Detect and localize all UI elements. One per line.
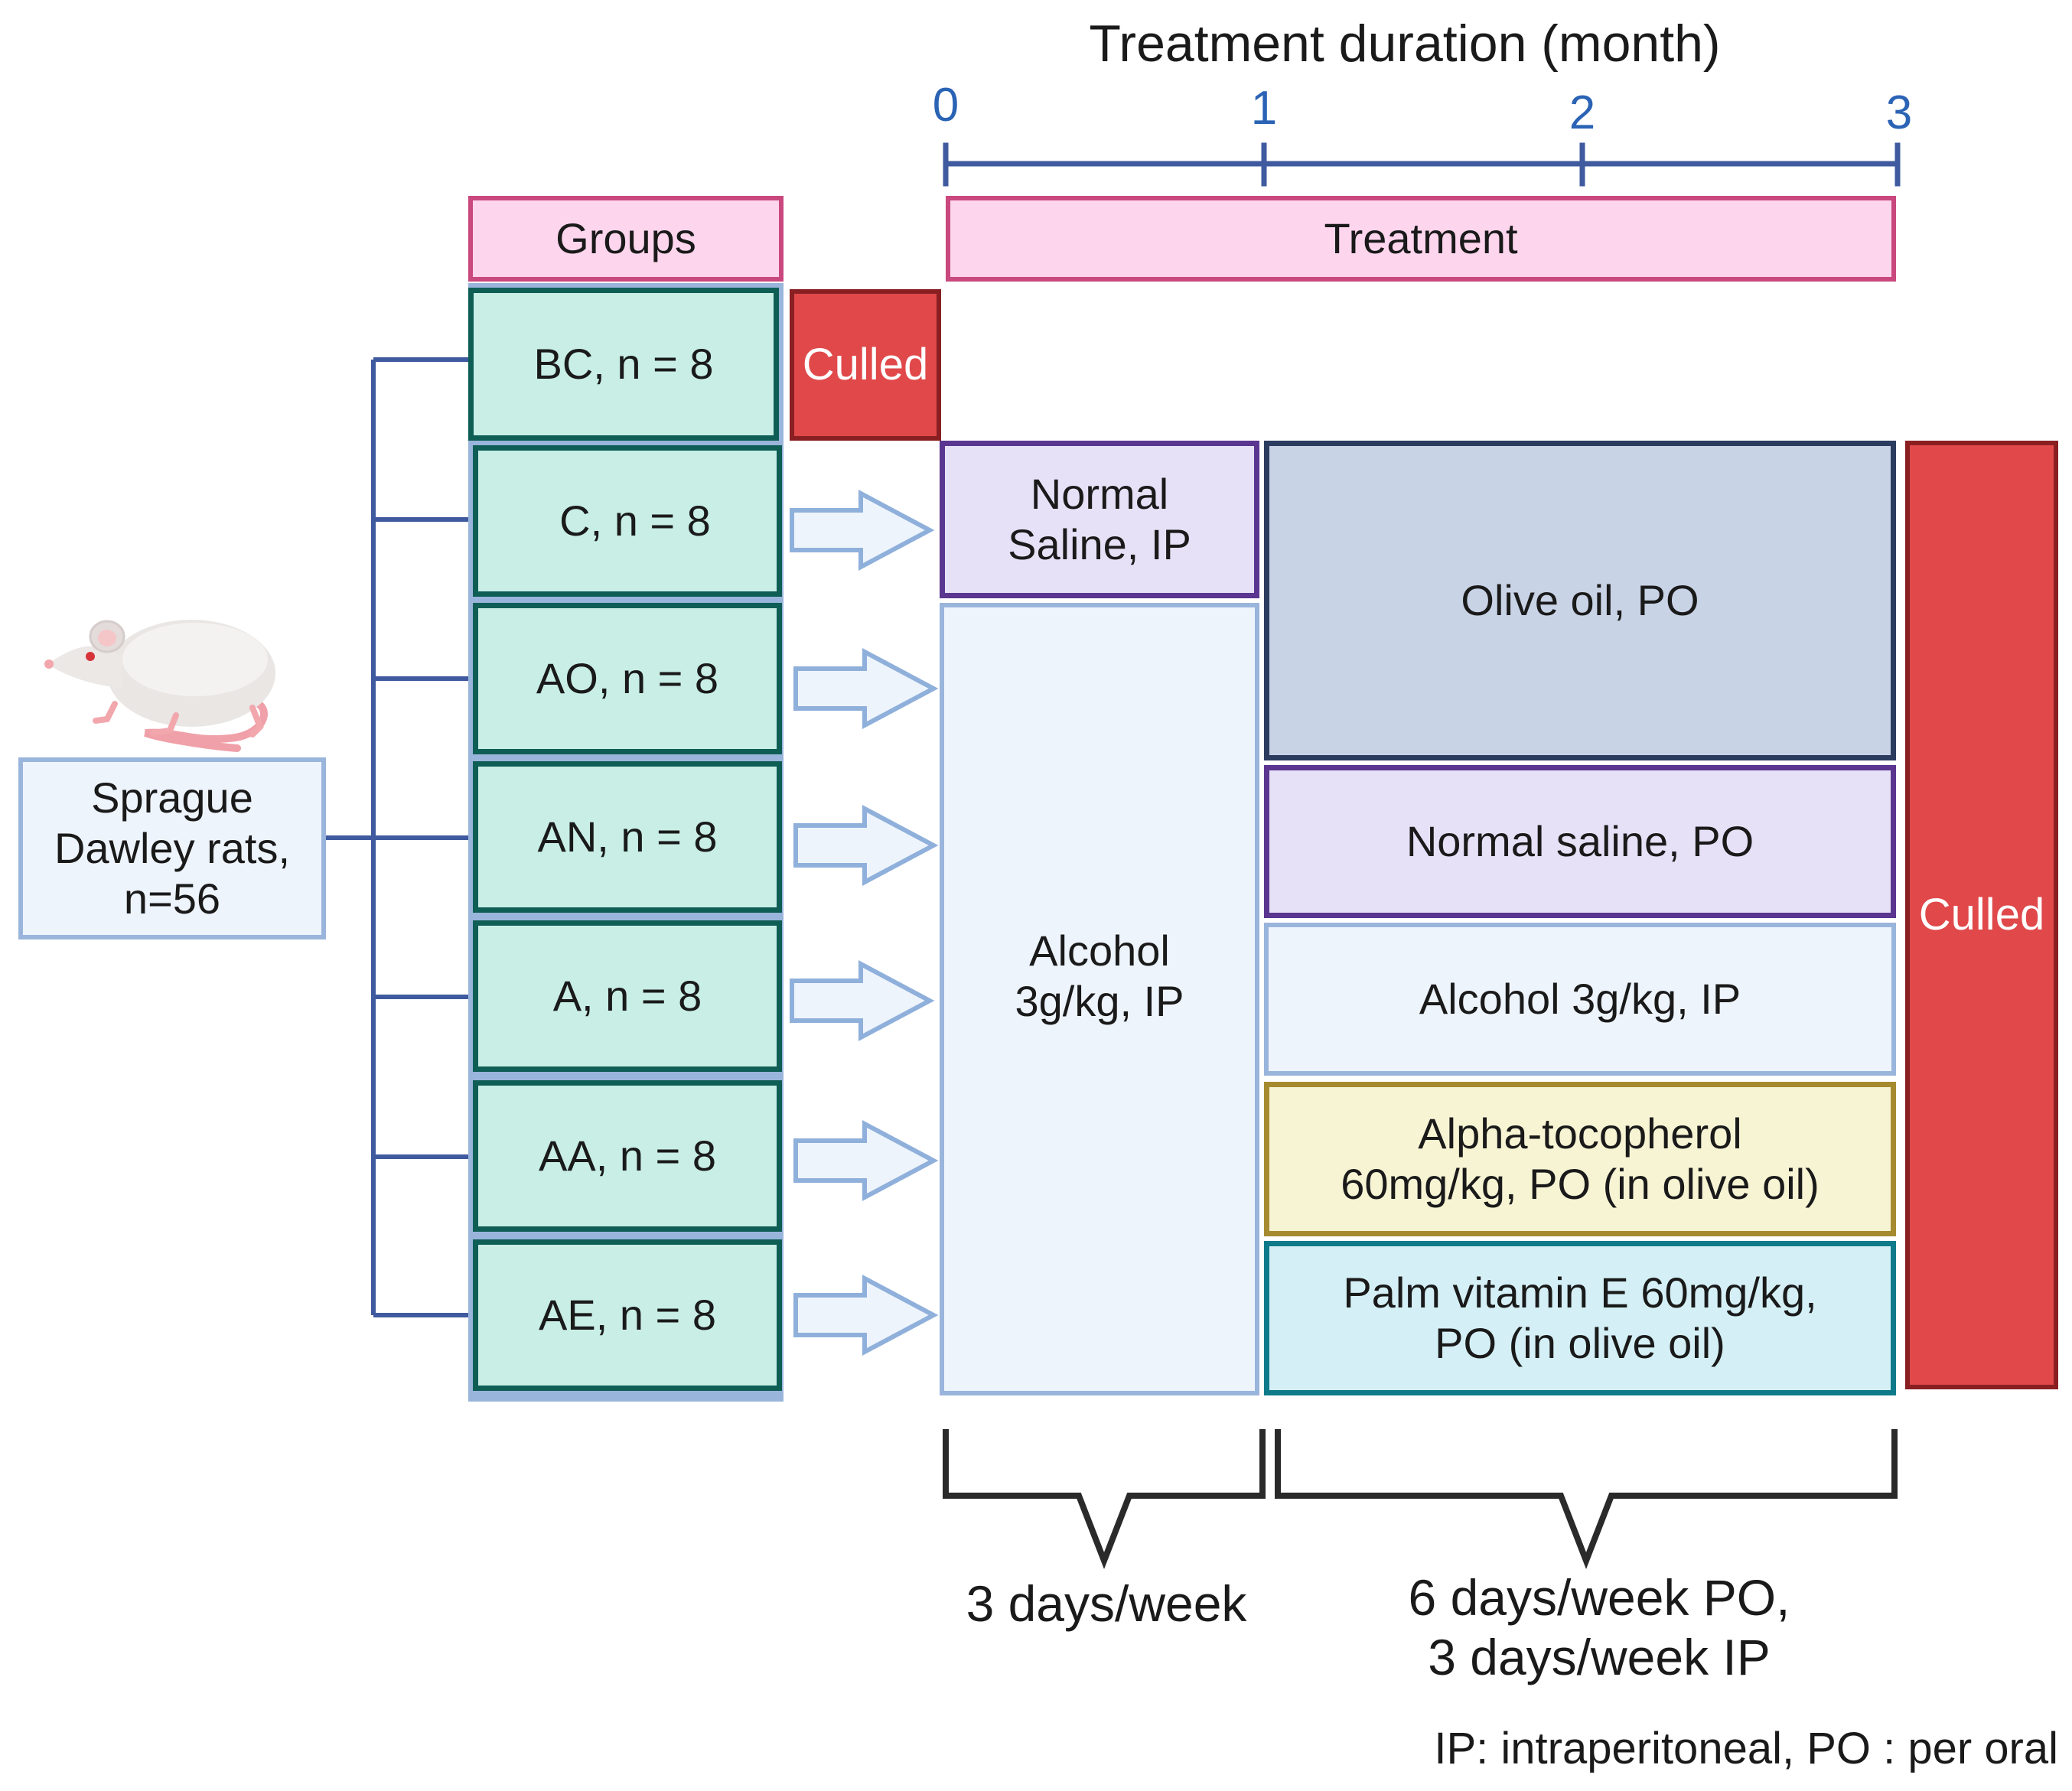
- group-bc: BC, n = 8: [468, 288, 779, 441]
- abbreviation-footnote: IP: intraperitoneal, PO : per oral: [1434, 1724, 2058, 1773]
- arrow-ae: [796, 1278, 933, 1352]
- phase2-normal-saline-box: Normal saline, PO: [1264, 765, 1896, 918]
- group-c: C, n = 8: [473, 445, 782, 597]
- phase2-palm-vitamin-e-box: Palm vitamin E 60mg/kg, PO (in olive oil…: [1264, 1241, 1896, 1395]
- culled-final-box: Culled: [1905, 441, 2058, 1389]
- phase1-normal-saline-box: Normal Saline, IP: [940, 441, 1259, 598]
- phase2-alpha-tocopherol-box: Alpha-tocopherol 60mg/kg, PO (in olive o…: [1264, 1082, 1896, 1236]
- phase2-alcohol-box: Alcohol 3g/kg, IP: [1264, 923, 1896, 1076]
- tick-1: 1: [1250, 82, 1278, 135]
- arrow-an: [796, 809, 933, 882]
- group-an: AN, n = 8: [473, 761, 782, 913]
- timeline-axis: [943, 142, 1901, 187]
- brace-phase2: [1275, 1429, 1898, 1570]
- arrow-aa: [796, 1124, 933, 1197]
- group-ao: AO, n = 8: [473, 603, 782, 754]
- tick-2: 2: [1569, 86, 1596, 139]
- arrow-a: [792, 964, 930, 1037]
- group-ae: AE, n = 8: [473, 1239, 782, 1391]
- phase1-alcohol-box: Alcohol 3g/kg, IP: [940, 603, 1259, 1395]
- rat-icon: [44, 620, 275, 752]
- group-aa: AA, n = 8: [473, 1080, 782, 1232]
- diagram-title: Treatment duration (month): [1089, 15, 1721, 73]
- arrow-c: [792, 493, 930, 567]
- tick-0: 0: [932, 79, 959, 132]
- groups-header: Groups: [468, 196, 784, 282]
- arrow-ao: [796, 652, 933, 725]
- tick-3: 3: [1885, 86, 1913, 139]
- schedule-phase1-label: 3 days/week: [966, 1575, 1247, 1632]
- phase2-olive-oil-box: Olive oil, PO: [1264, 441, 1896, 760]
- group-connector-tree: [326, 357, 468, 1317]
- group-a: A, n = 8: [473, 920, 782, 1072]
- culled-bc-box: Culled: [790, 289, 941, 441]
- source-population-box: Sprague Dawley rats, n=56: [18, 757, 326, 939]
- brace-phase1: [943, 1429, 1266, 1570]
- schedule-phase2-label: 6 days/week PO, 3 days/week IP: [1408, 1569, 1790, 1685]
- treatment-header: Treatment: [946, 196, 1896, 282]
